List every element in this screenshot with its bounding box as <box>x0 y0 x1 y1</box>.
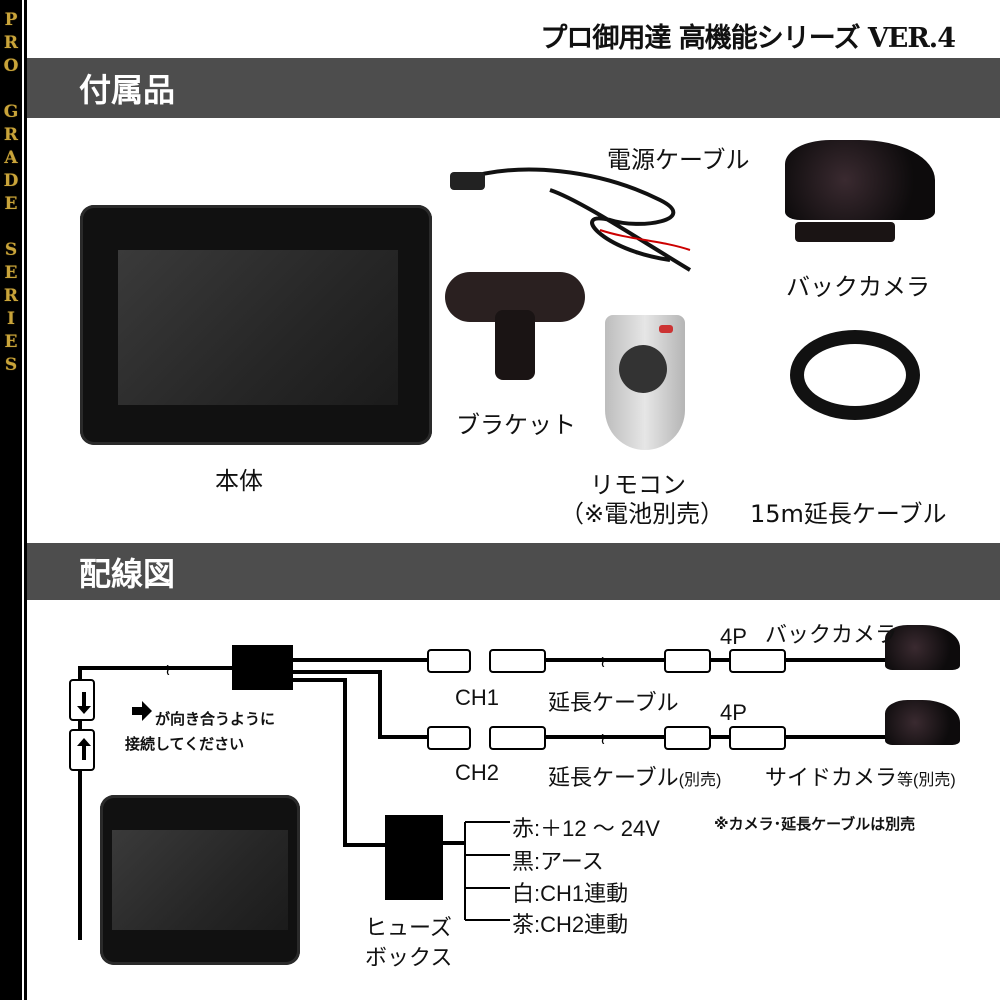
wiring-diagram: ≀ ≀ ≀ <box>69 645 890 940</box>
camera-base <box>795 222 895 242</box>
monitor-image <box>80 205 432 445</box>
connector <box>729 649 786 673</box>
svg-text:≀: ≀ <box>165 660 171 679</box>
side-camera-label: サイドカメラ等(別売) <box>765 760 956 792</box>
connector <box>427 649 471 673</box>
side-camera-suffix: 等(別売) <box>897 772 956 789</box>
remote-power-button <box>659 325 673 333</box>
fuse-label-2: ボックス <box>365 945 453 970</box>
monitor-diagram-image <box>100 795 300 965</box>
extension-cable-image <box>790 330 920 420</box>
connector <box>489 726 546 750</box>
ext-cable-2-text: 延長ケーブル <box>548 765 679 790</box>
remote-dpad <box>619 345 667 393</box>
svg-text:≀: ≀ <box>600 652 606 671</box>
connector <box>427 726 471 750</box>
monitor-diagram-screen <box>112 830 288 930</box>
pin-label-2: 4P <box>720 700 747 725</box>
ch1-label: CH1 <box>455 685 500 710</box>
label-back-camera: バックカメラ <box>786 273 930 301</box>
connector <box>729 726 786 750</box>
label-remote: リモコン <box>590 471 686 499</box>
side-band-text: PRO GRADE SERIES <box>1 10 21 378</box>
sold-separately: (別売) <box>678 772 722 789</box>
section-accessories-heading: 付属品 <box>27 58 1000 118</box>
connector <box>664 649 711 673</box>
sold-separately-note: ※カメラ･延長ケーブルは別売 <box>714 815 916 833</box>
fuse-box <box>385 815 443 900</box>
label-remote-note: （※電池別売） <box>560 500 725 528</box>
back-camera-diagram-image <box>885 625 960 670</box>
label-main-unit: 本体 <box>215 467 263 495</box>
series-title: プロ御用達 高機能シリーズ VER.4 <box>540 23 956 54</box>
arrow-note-1: が向き合うように <box>155 710 276 728</box>
side-band <box>0 0 22 1000</box>
side-camera-diagram-image <box>885 700 960 745</box>
side-camera-text: サイドカメラ <box>765 765 898 790</box>
ext-cable-label: 延長ケーブル <box>548 690 679 715</box>
wire-red: 赤:＋12 ～ 24V <box>512 816 660 841</box>
label-bracket: ブラケット <box>456 411 576 439</box>
section-wiring-heading: 配線図 <box>27 543 1000 600</box>
back-camera-image <box>785 140 935 220</box>
side-band-line <box>24 0 27 1000</box>
label-ext-cable: 15m延長ケーブル <box>750 500 947 528</box>
ch2-label: CH2 <box>455 760 500 785</box>
svg-text:≀: ≀ <box>600 729 606 748</box>
power-cable-image <box>450 167 692 272</box>
back-camera-label: バックカメラ <box>765 622 898 647</box>
monitor-screen <box>118 250 398 405</box>
remote-image <box>605 315 685 450</box>
connector <box>664 726 711 750</box>
wire-black: 黒:アース <box>512 849 604 874</box>
wire-brown: 茶:CH2連動 <box>512 912 629 937</box>
pin-label-1: 4P <box>720 624 747 649</box>
bracket-stand <box>495 310 535 380</box>
arrow-note-2: 接続してください <box>125 735 245 753</box>
label-power-cable: 電源ケーブル <box>607 146 750 174</box>
fuse-label-1: ヒューズ <box>365 915 452 940</box>
ext-cable-2-label: 延長ケーブル(別売) <box>548 760 721 792</box>
connector <box>489 649 546 673</box>
junction-box <box>232 645 293 690</box>
wire-white: 白:CH1連動 <box>512 881 629 906</box>
